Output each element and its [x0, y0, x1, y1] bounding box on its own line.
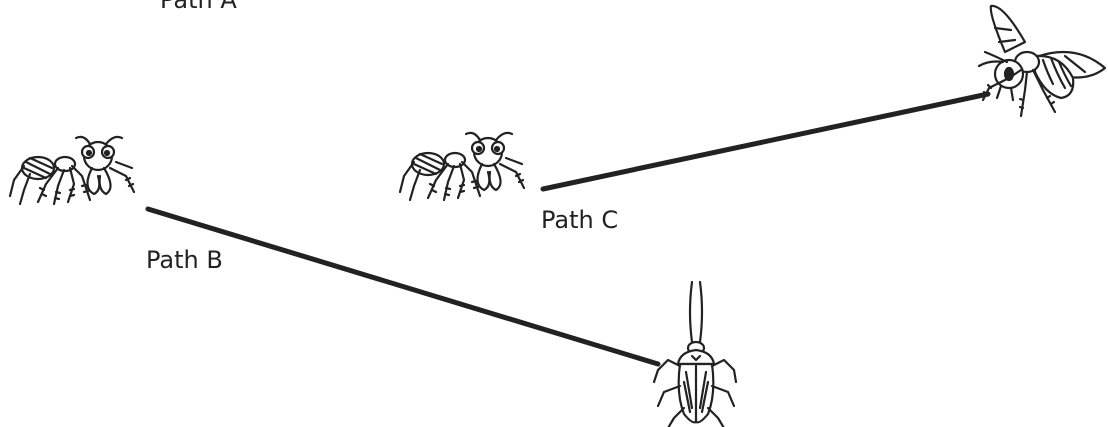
path-a-label: Path A — [160, 0, 237, 14]
ant-icon — [398, 131, 526, 202]
cockroach-icon — [652, 280, 738, 427]
path-b-line — [145, 206, 661, 367]
path-b-label: Path B — [146, 246, 223, 274]
wasp-icon — [977, 4, 1107, 118]
path-c-label: Path C — [541, 206, 618, 234]
ant-icon — [8, 135, 136, 206]
path-c-line — [540, 91, 991, 192]
